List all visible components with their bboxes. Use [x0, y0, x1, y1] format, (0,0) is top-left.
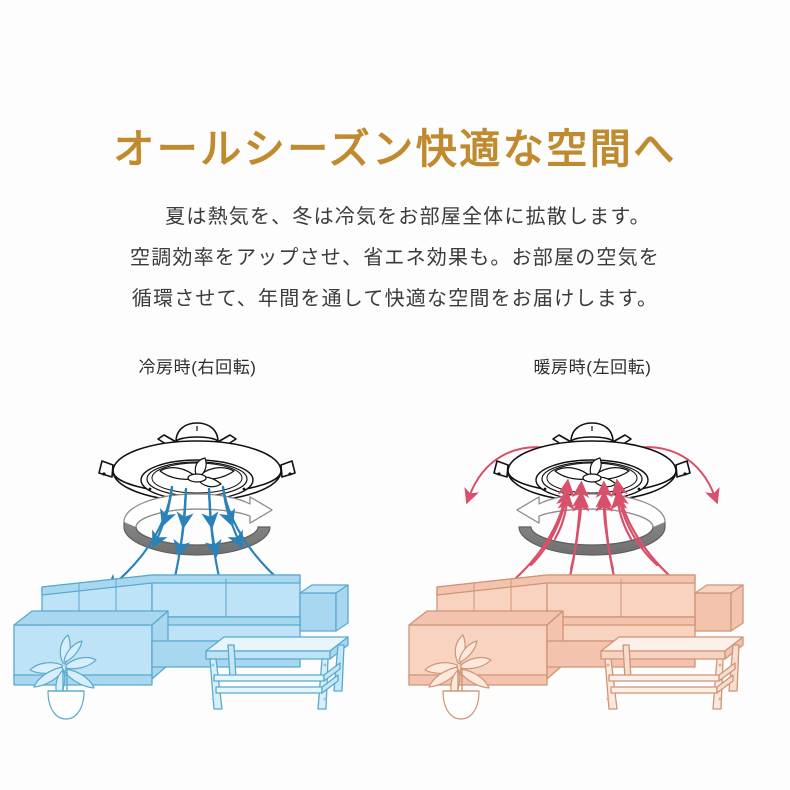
ceiling-fan-icon: [493, 422, 691, 502]
panel-heating-label: 暖房時(左回転): [533, 358, 652, 377]
description-line-2: 空調効率をアップさせ、省エネ効果も。お部屋の空気を: [130, 247, 660, 269]
sectional-sofa-icon: [408, 574, 744, 686]
page-title: オールシーズン快適な空間へ: [113, 126, 677, 173]
coffee-table-icon: [600, 636, 744, 710]
rotation-ring-clockwise-icon: [123, 493, 273, 556]
description-line-1: 夏は熱気を、冬は冷気をお部屋全体に拡散します。: [165, 206, 651, 228]
coffee-table-icon: [205, 636, 349, 710]
cooling-scene: [0, 379, 395, 745]
heating-scene: [395, 379, 790, 745]
upward-airflow-arrows-icon: [505, 478, 683, 605]
panel-heating: 暖房時(左回転): [395, 345, 790, 745]
potted-plant-icon: [424, 634, 492, 720]
panel-cooling-label: 冷房時(右回転): [138, 358, 257, 377]
description-text: 夏は熱気を、冬は冷気をお部屋全体に拡散します。 空調効率をアップさせ、省エネ効果…: [0, 197, 790, 320]
description-line-3: 循環させて、年間を通して快適な空間をお届けします。: [131, 288, 659, 310]
potted-plant-icon: [29, 634, 97, 720]
panel-cooling: 冷房時(右回転): [0, 345, 395, 745]
sectional-sofa-icon: [13, 574, 349, 686]
ceiling-fan-icon: [98, 422, 296, 502]
diagram-panels: 冷房時(右回転): [0, 345, 790, 745]
